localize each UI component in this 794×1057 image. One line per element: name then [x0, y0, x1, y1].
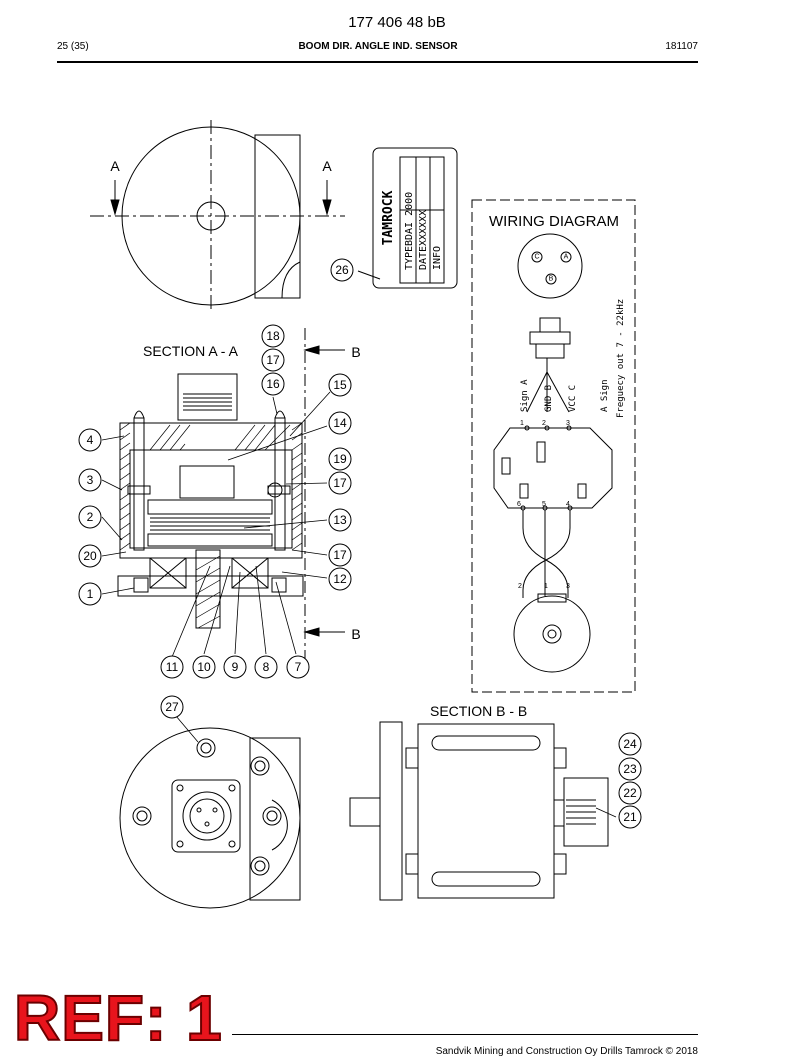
callout-7: 7: [286, 655, 310, 679]
section-b-b-drawing: [349, 721, 617, 901]
svg-text:17: 17: [333, 476, 347, 490]
document-number: 177 406 48 bB: [348, 14, 446, 31]
callout-2: 2: [78, 505, 102, 529]
pcb-pin-5: 5: [542, 501, 546, 508]
sensor-pin-1: 1: [544, 583, 548, 590]
document-title: BOOM DIR. ANGLE IND. SENSOR: [298, 41, 458, 52]
callout-17-mid: 17: [328, 471, 352, 495]
svg-text:13: 13: [333, 513, 347, 527]
svg-text:23: 23: [623, 762, 637, 776]
svg-text:9: 9: [232, 660, 239, 674]
svg-text:17: 17: [333, 548, 347, 562]
pcb-pin-3: 3: [566, 420, 570, 427]
svg-text:20: 20: [83, 549, 97, 563]
wiring-diagram: [471, 199, 636, 693]
section-b-marker-bottom: B: [351, 626, 360, 642]
svg-text:26: 26: [335, 263, 349, 277]
page-number: 25 (35): [57, 41, 89, 52]
header-divider: [57, 61, 698, 63]
svg-text:27: 27: [165, 700, 179, 714]
callout-14: 14: [328, 411, 352, 435]
callout-24: 24: [618, 732, 642, 756]
svg-text:21: 21: [623, 810, 637, 824]
svg-text:3: 3: [87, 473, 94, 487]
callout-10: 10: [192, 655, 216, 679]
document-date: 181107: [665, 41, 698, 52]
svg-text:10: 10: [197, 660, 211, 674]
wire-label-vcc-c: VCC C: [568, 385, 578, 412]
sensor-pin-3: 3: [566, 583, 570, 590]
callout-21: 21: [618, 805, 642, 829]
pcb-pin-6: 6: [517, 501, 521, 508]
svg-text:15: 15: [333, 378, 347, 392]
section-b-b-title: SECTION B - B: [430, 703, 527, 719]
wire-label-gnd-b: GND B: [544, 385, 554, 412]
callout-26: 26: [330, 258, 354, 282]
section-a-a-title: SECTION A - A: [143, 343, 239, 359]
svg-text:4: 4: [87, 433, 94, 447]
bottom-front-view: [119, 715, 301, 909]
nameplate-date-label: DATE: [418, 246, 429, 270]
callout-11: 11: [160, 655, 184, 679]
svg-text:11: 11: [166, 660, 179, 674]
callout-3: 3: [78, 468, 102, 492]
svg-text:8: 8: [263, 660, 270, 674]
connector-pin-b: B: [549, 276, 554, 283]
callout-23: 23: [618, 757, 642, 781]
wire-label-frequency: Freguecy out 7 - 22kHz: [616, 299, 626, 418]
section-a-marker-right: A: [322, 158, 332, 174]
section-a-a-drawing: [101, 328, 345, 660]
svg-text:14: 14: [333, 416, 347, 430]
nameplate-info-label: INFO: [432, 246, 443, 270]
connector-pin-c: C: [534, 254, 539, 261]
svg-text:12: 12: [333, 572, 347, 586]
nameplate-date-value: XXXXXX: [418, 210, 429, 246]
svg-text:17: 17: [266, 353, 280, 367]
nameplate: [357, 147, 458, 289]
footer-divider: [232, 1034, 698, 1035]
callout-19: 19: [328, 447, 352, 471]
pcb-pin-1: 1: [520, 420, 524, 427]
top-view: [90, 120, 345, 312]
callout-17-low: 17: [328, 543, 352, 567]
wire-label-a-sign: A Sign: [600, 379, 610, 412]
callout-16: 16: [261, 372, 285, 396]
wire-label-sign-a: Sign A: [520, 379, 530, 412]
callout-18: 18: [261, 324, 285, 348]
svg-text:22: 22: [623, 786, 637, 800]
callout-13: 13: [328, 508, 352, 532]
footer-copyright: Sandvik Mining and Construction Oy Drill…: [435, 1046, 698, 1057]
section-a-marker-left: A: [110, 158, 120, 174]
svg-text:24: 24: [623, 737, 637, 751]
section-b-marker-top: B: [351, 344, 360, 360]
callout-22: 22: [618, 781, 642, 805]
sensor-pin-2: 2: [518, 583, 522, 590]
callout-17-top: 17: [261, 348, 285, 372]
callout-8: 8: [254, 655, 278, 679]
nameplate-brand-logo: TAMROCK: [381, 190, 396, 245]
pcb-pin-2: 2: [542, 420, 546, 427]
nameplate-type-label: TYPE: [404, 246, 415, 270]
svg-text:2: 2: [87, 510, 94, 524]
svg-text:18: 18: [266, 329, 280, 343]
callout-12: 12: [328, 567, 352, 591]
wiring-diagram-title: WIRING DIAGRAM: [489, 213, 619, 230]
callout-9: 9: [223, 655, 247, 679]
connector-pin-a: A: [564, 254, 569, 261]
nameplate-type-value: BDAI 2000: [404, 192, 415, 246]
callout-1: 1: [78, 582, 102, 606]
reference-stamp: REF: 1: [13, 982, 223, 1054]
pcb-pin-4: 4: [566, 501, 570, 508]
callout-15: 15: [328, 373, 352, 397]
svg-text:19: 19: [333, 452, 347, 466]
svg-text:16: 16: [266, 377, 280, 391]
callout-4: 4: [78, 428, 102, 452]
svg-text:1: 1: [87, 587, 94, 601]
svg-text:7: 7: [295, 660, 302, 674]
callout-20: 20: [78, 544, 102, 568]
callout-27: 27: [160, 695, 184, 719]
